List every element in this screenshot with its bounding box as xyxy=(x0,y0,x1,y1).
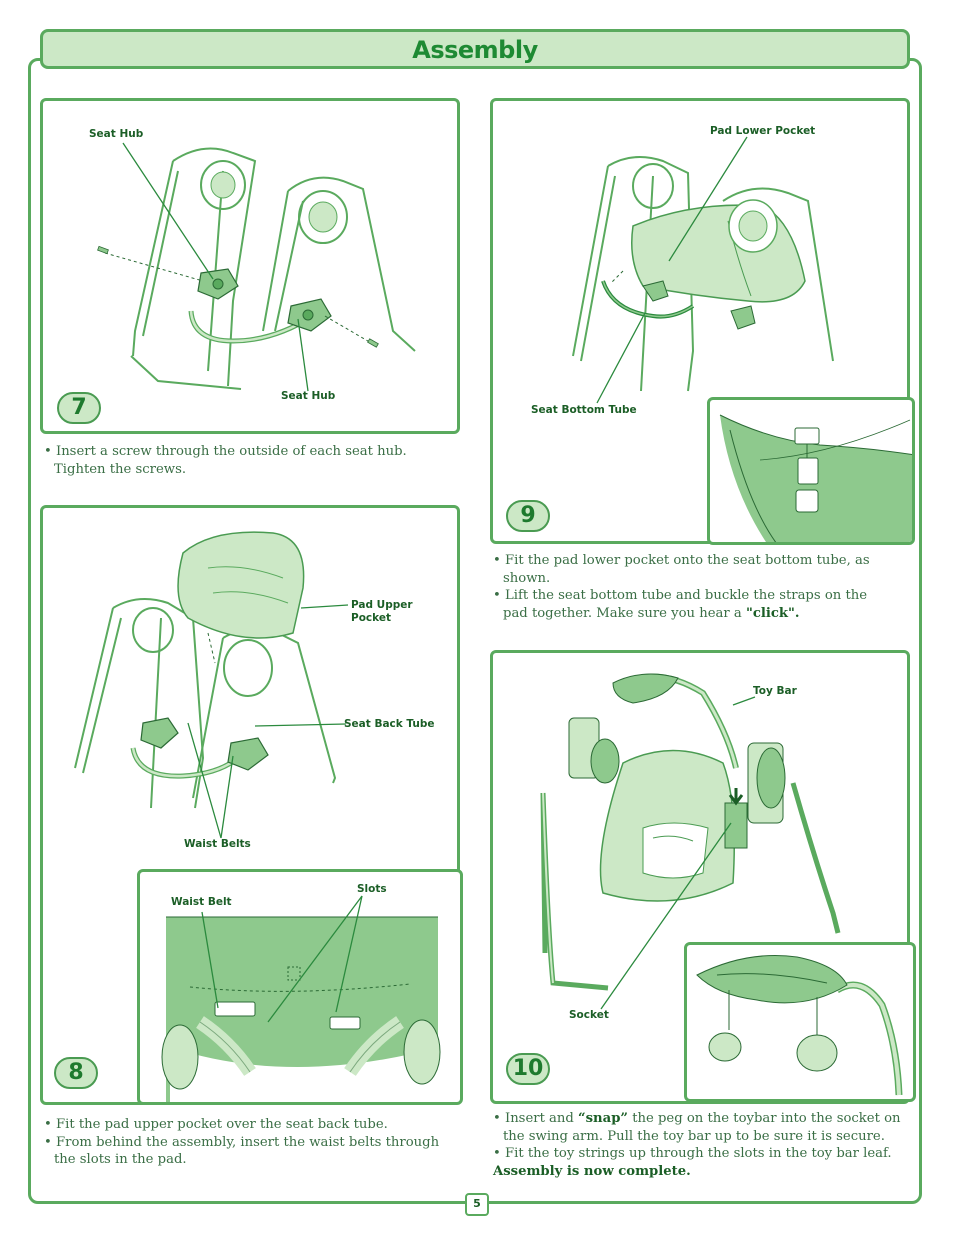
assembly-complete-note: Assembly is now complete. xyxy=(493,1163,691,1179)
swing-frame-illustration xyxy=(97,142,416,392)
step-7-line-2: Tighten the screws. xyxy=(54,461,187,477)
step-10-bullet-2: Fit the toy strings up through the slots… xyxy=(493,1145,903,1163)
page-number: 5 xyxy=(465,1193,489,1216)
callout-waist-belt: Waist Belt xyxy=(171,896,232,908)
step-8-bullet-1: Fit the pad upper pocket over the seat b… xyxy=(44,1116,449,1134)
step-10-instructions: Insert and “snap” the peg on the toybar … xyxy=(493,1110,903,1180)
step-9-badge: 9 xyxy=(506,500,550,532)
step-9-bullet-2: Lift the seat bottom tube and buckle the… xyxy=(493,587,893,622)
step-8-instructions: Fit the pad upper pocket over the seat b… xyxy=(44,1116,449,1169)
callout-pad-lower-pocket: Pad Lower Pocket xyxy=(710,125,816,137)
title-bar: Assembly xyxy=(40,29,910,69)
callout-socket: Socket xyxy=(569,1009,609,1021)
callout-seat-back-tube: Seat Back Tube xyxy=(344,718,435,730)
step-10-bullet-1: Insert and “snap” the peg on the toybar … xyxy=(493,1110,903,1145)
step-9-instructions: Fit the pad lower pocket onto the seat b… xyxy=(493,552,893,622)
waist-belt-detail-illustration xyxy=(161,895,441,1102)
callout-waist-belts: Waist Belts xyxy=(184,838,251,850)
step-8-detail-inset: Waist Belt Slots xyxy=(137,869,463,1105)
step-9-detail-inset xyxy=(707,397,915,545)
callout-seat-hub-bottom: Seat Hub xyxy=(281,390,336,402)
step-7-line-1: • Insert a screw through the outside of … xyxy=(44,444,407,459)
pad-upper-illustration xyxy=(74,531,349,839)
callout-toy-bar: Toy Bar xyxy=(753,685,797,697)
step-7-illustration-panel: Seat Hub Seat Hub 7 xyxy=(40,98,460,434)
step-10-detail-inset xyxy=(684,942,916,1102)
toy-strings-detail-illustration xyxy=(696,955,903,1096)
callout-slots: Slots xyxy=(357,883,387,895)
step-7-badge: 7 xyxy=(57,392,101,424)
page-title: Assembly xyxy=(412,36,538,64)
step-8-badge: 8 xyxy=(54,1057,98,1089)
step-8-bullet-2: From behind the assembly, insert the wai… xyxy=(44,1134,449,1169)
callout-seat-hub-top: Seat Hub xyxy=(89,128,144,140)
buckle-detail-illustration xyxy=(719,414,912,542)
step-10-badge: 10 xyxy=(506,1053,550,1085)
callout-seat-bottom-tube: Seat Bottom Tube xyxy=(531,404,637,416)
seat-hub-left xyxy=(197,268,239,300)
pad-lower-illustration xyxy=(572,136,834,404)
step-7-instructions: • Insert a screw through the outside of … xyxy=(44,443,454,478)
step-9-bullet-1: Fit the pad lower pocket onto the seat b… xyxy=(493,552,893,587)
callout-pad-upper-pocket: Pad Upper Pocket xyxy=(351,599,413,624)
toy-bar-illustration xyxy=(540,673,841,1010)
